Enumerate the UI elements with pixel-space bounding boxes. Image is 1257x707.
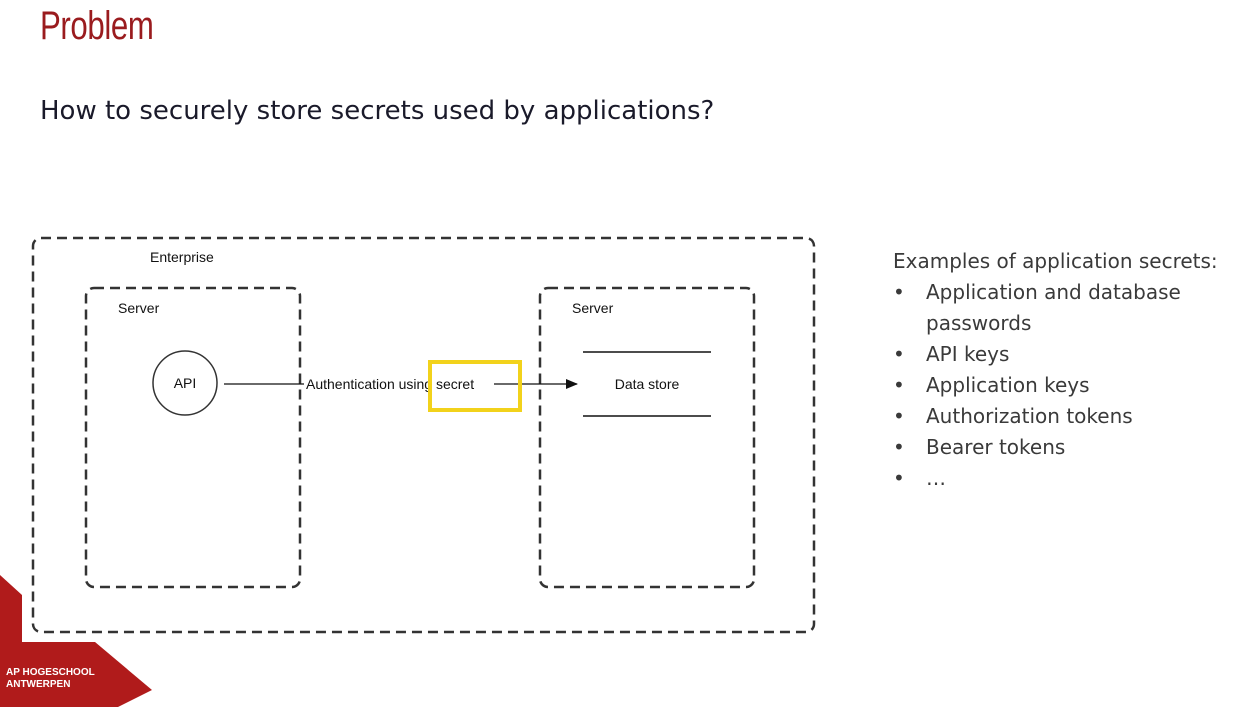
list-item-text: Bearer tokens (926, 435, 1066, 459)
bullet-icon: • (893, 466, 905, 490)
server-left-label: Server (118, 300, 160, 316)
arrow-label-background (304, 374, 494, 394)
list-item: • Bearer tokens (893, 432, 1233, 463)
list-item-text: Authorization tokens (926, 404, 1133, 428)
api-node (152, 350, 218, 416)
enterprise-label: Enterprise (150, 249, 214, 265)
bullet-icon: • (893, 404, 905, 428)
logo-line-1: AP HOGESCHOOL (6, 667, 95, 678)
list-item: •… (893, 463, 1233, 494)
list-item-text: API keys (926, 342, 1010, 366)
list-item-text: … (926, 466, 946, 490)
list-item: • Application and database passwords (893, 277, 1233, 339)
server-left-box (84, 286, 302, 589)
list-item-text: Application and database passwords (926, 280, 1181, 335)
bullet-icon: • (893, 342, 905, 366)
server-right-label: Server (572, 300, 614, 316)
logo-line-2: ANTWERPEN (6, 679, 71, 690)
api-label: API (174, 375, 197, 391)
examples-heading: Examples of application secrets: (893, 249, 1218, 273)
list-item: • API keys (893, 339, 1233, 370)
examples-list: • Application and database passwords • API… (893, 277, 1233, 494)
enterprise-boundary (31, 236, 816, 634)
logo: AP HOGESCHOOL ANTWERPEN (6, 667, 95, 691)
list-item: • Application keys (893, 370, 1233, 401)
list-item: • Authorization tokens (893, 401, 1233, 432)
secret-highlight-box (428, 360, 522, 412)
server-right-box (538, 286, 756, 589)
bullet-icon: • (893, 435, 905, 459)
list-item-text: Application keys (926, 373, 1090, 397)
datastore-label: Data store (615, 376, 680, 392)
bullet-icon: • (893, 373, 905, 397)
examples-panel: Examples of application secrets: • Applic… (893, 246, 1233, 494)
slide-title: Problem (40, 4, 154, 48)
bullet-icon: • (893, 280, 905, 304)
logo-shape (0, 575, 152, 707)
arrow-label: Authentication using secret (306, 376, 474, 392)
slide-subtitle: How to securely store secrets used by ap… (40, 96, 715, 126)
